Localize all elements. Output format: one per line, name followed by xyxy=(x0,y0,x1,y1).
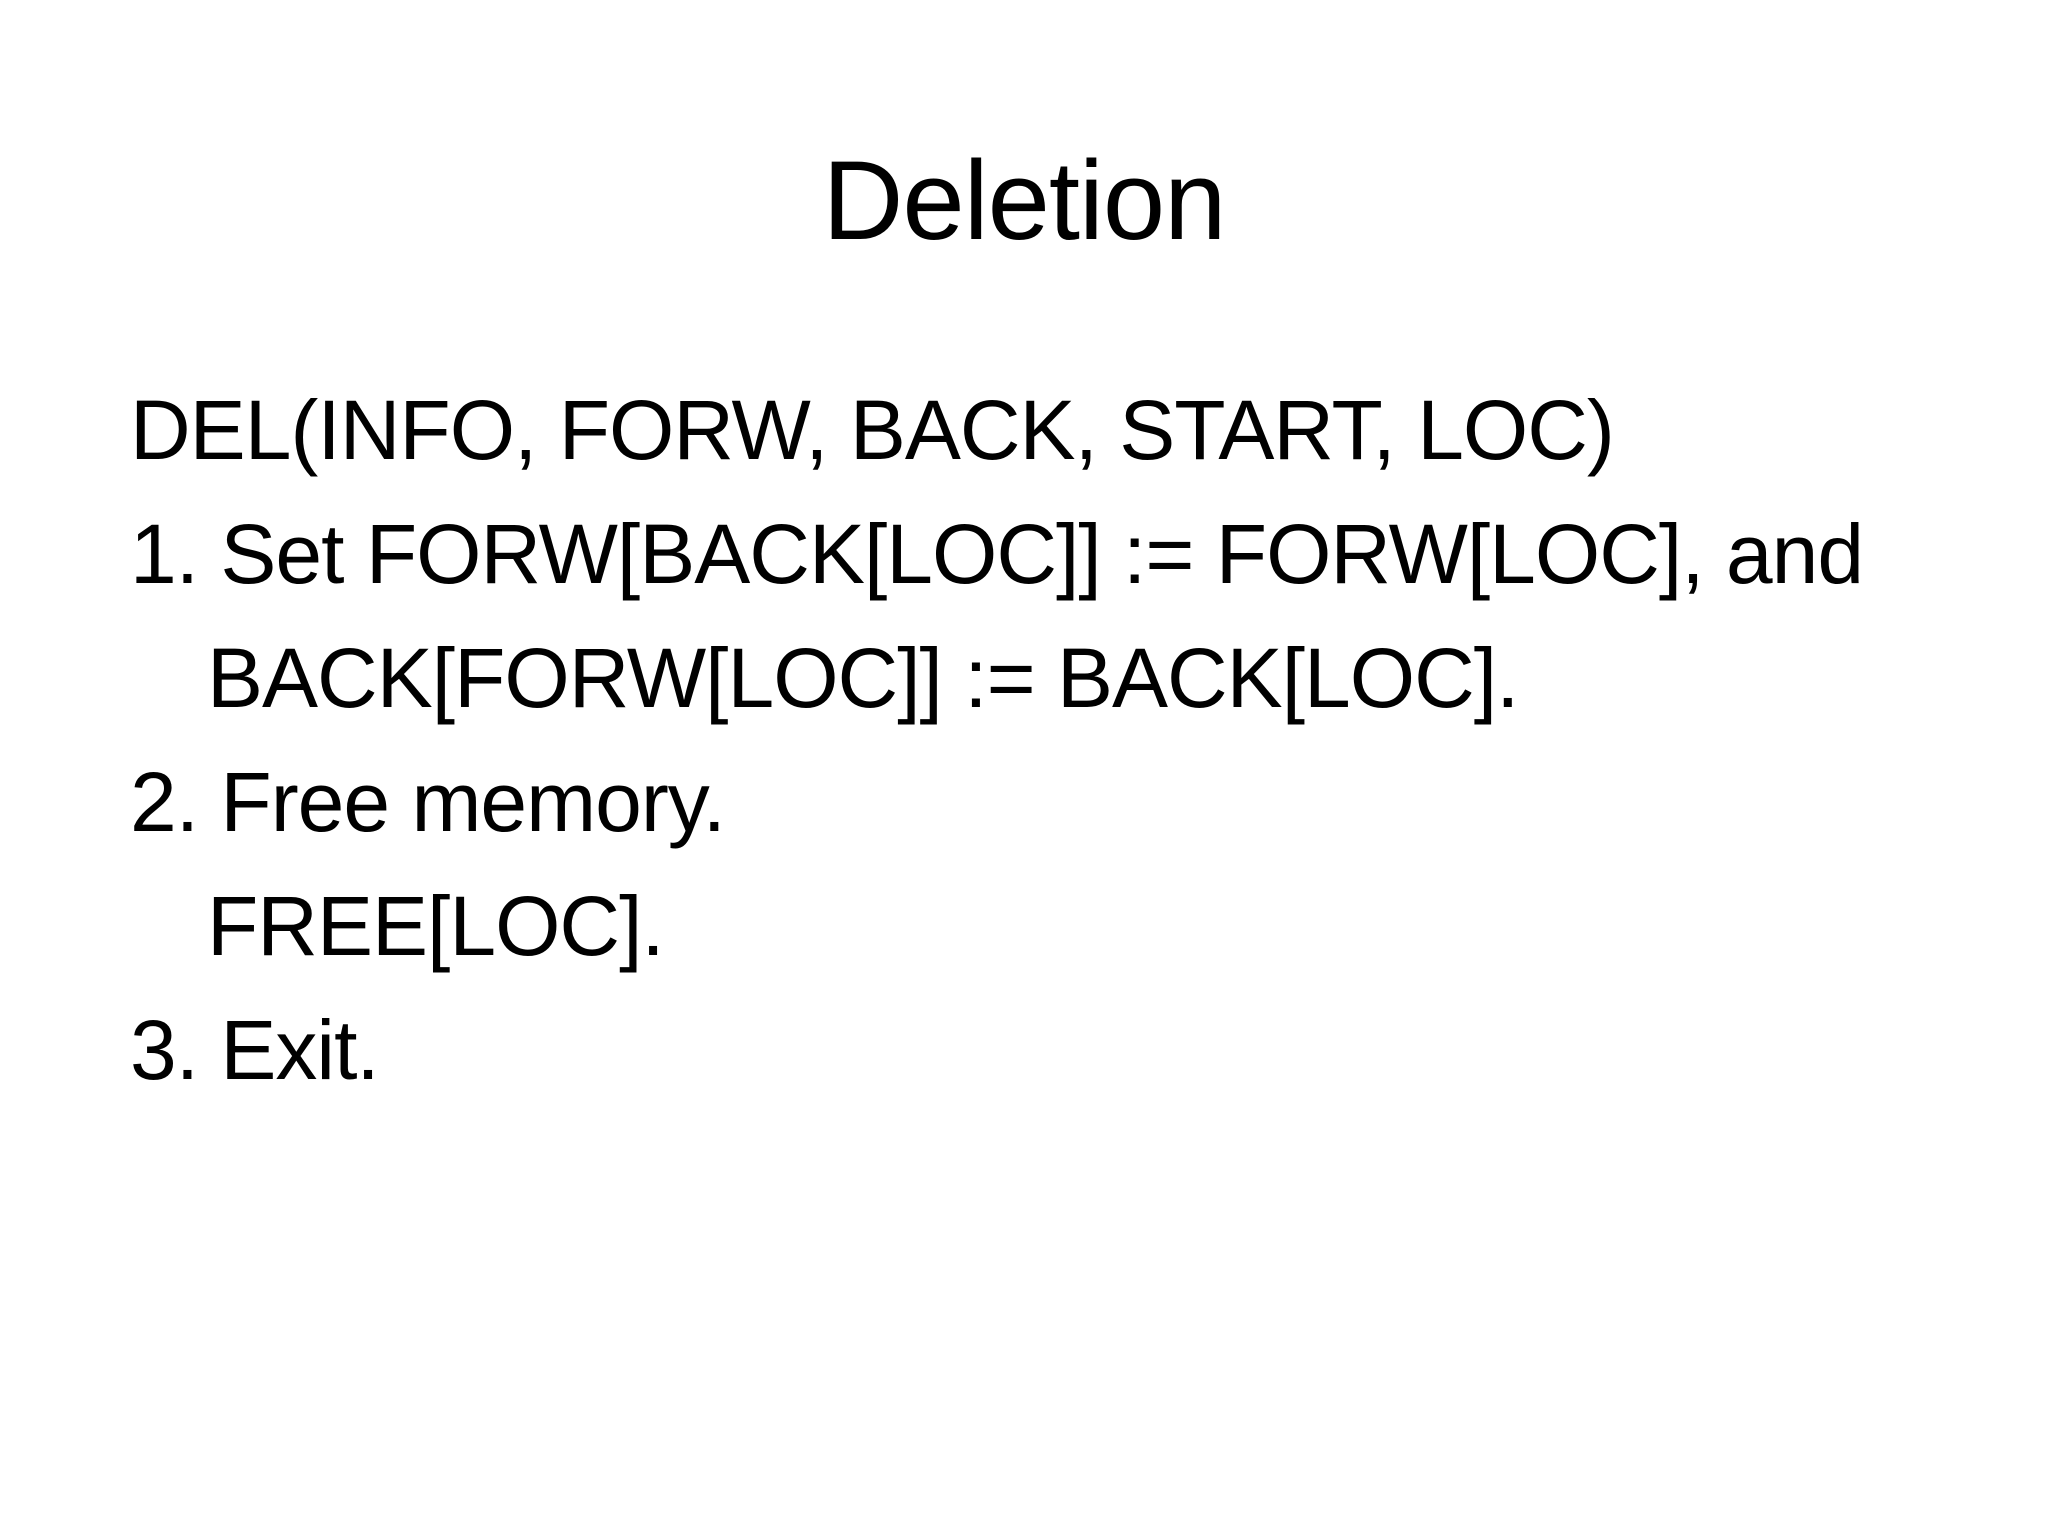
step-2-line-2: FREE[LOC]. xyxy=(207,879,665,973)
step-3-line-1: 3. Exit. xyxy=(130,1003,380,1097)
procedure-signature: DEL(INFO, FORW, BACK, START, LOC) xyxy=(130,383,1615,477)
slide-body: DEL(INFO, FORW, BACK, START, LOC) 1. Set … xyxy=(130,368,1988,1112)
slide-title: Deletion xyxy=(822,138,1227,263)
step-1-line-2: BACK[FORW[LOC]] := BACK[LOC]. xyxy=(207,631,1519,725)
step-1-line-1: 1. Set FORW[BACK[LOC]] := FORW[LOC], and xyxy=(130,507,1864,601)
step-2-line-1: 2. Free memory. xyxy=(130,755,726,849)
